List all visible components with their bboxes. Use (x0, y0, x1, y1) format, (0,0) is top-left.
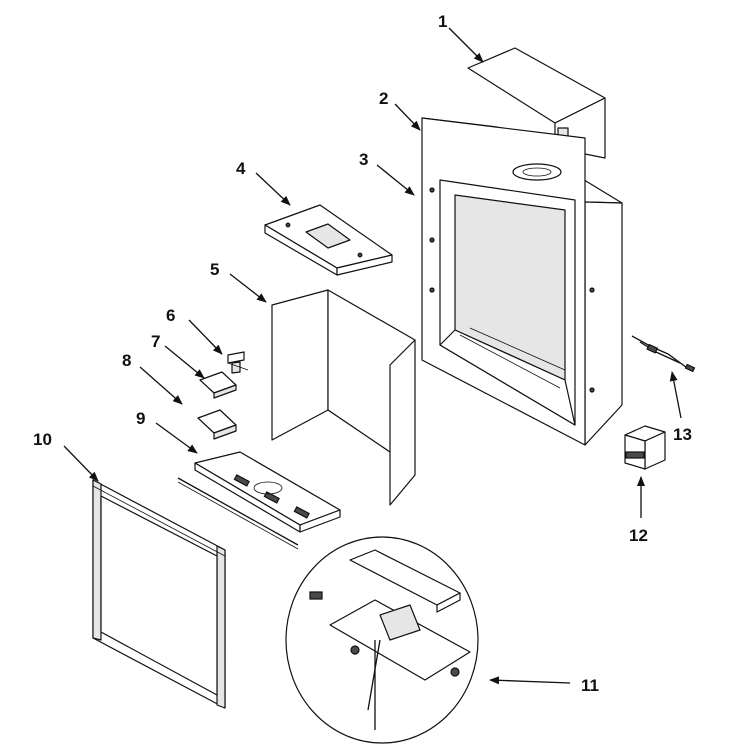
part-8-clip (197, 409, 237, 440)
callout-13: 13 (673, 425, 692, 444)
callout-labels: 1 2 3 4 5 6 7 8 9 10 11 12 13 (33, 12, 692, 695)
part-2-3-firebox (421, 117, 623, 446)
leader-4 (255, 172, 291, 206)
part-13-wire-harness (631, 335, 696, 373)
part-7-clip (199, 371, 237, 399)
callout-12: 12 (629, 526, 648, 545)
callout-4: 4 (236, 159, 246, 178)
leader-11 (489, 676, 571, 685)
part-9-burner-tray (177, 451, 341, 550)
callout-2: 2 (379, 89, 388, 108)
callout-9: 9 (136, 409, 145, 428)
callout-11: 11 (581, 676, 599, 695)
leader-13 (669, 371, 682, 419)
part-6-bracket (227, 351, 249, 374)
callout-10: 10 (33, 430, 52, 449)
leader-6 (188, 319, 223, 355)
leader-10 (63, 445, 99, 482)
leader-lines (63, 27, 682, 685)
part-5-liner-panels (271, 289, 416, 506)
leader-2 (394, 103, 421, 131)
callout-5: 5 (210, 260, 219, 279)
leader-8 (139, 366, 183, 405)
part-10-door-frame (92, 479, 226, 709)
part-12-box (624, 425, 666, 470)
leader-9 (155, 422, 198, 454)
callout-3: 3 (359, 150, 368, 169)
callout-8: 8 (122, 351, 131, 370)
leader-7 (164, 345, 205, 379)
leader-5 (229, 273, 267, 303)
callout-1: 1 (438, 12, 447, 31)
callout-6: 6 (166, 306, 175, 325)
callout-7: 7 (151, 332, 160, 351)
leader-1 (448, 27, 484, 63)
part-4-control-plate (264, 204, 393, 276)
leader-3 (376, 164, 415, 196)
part-11-valve-assembly (285, 536, 479, 744)
